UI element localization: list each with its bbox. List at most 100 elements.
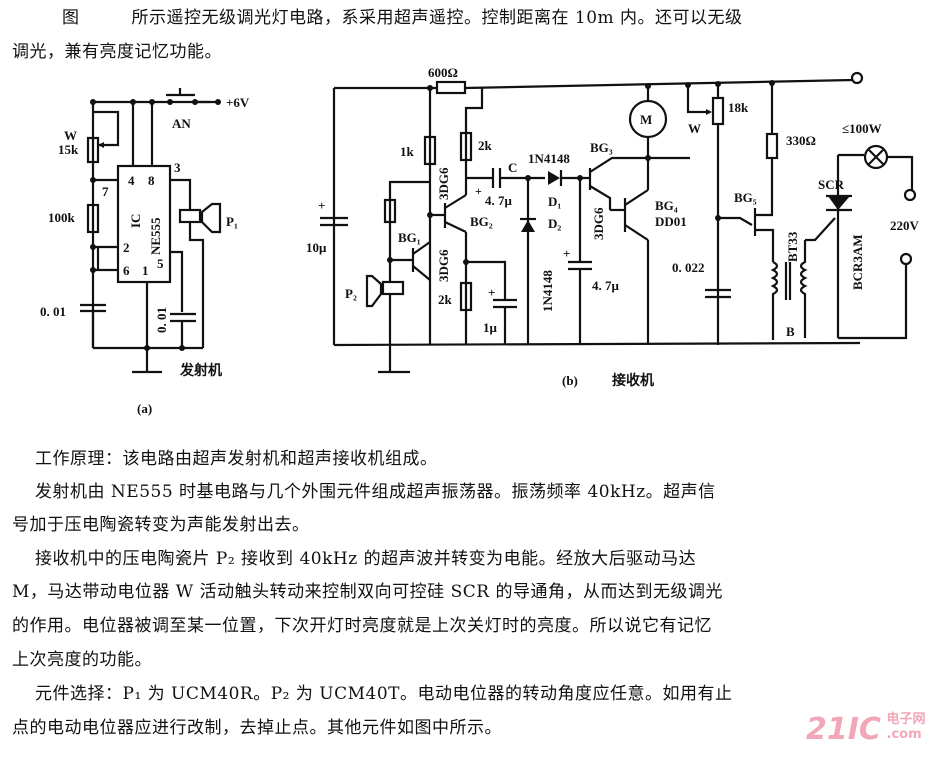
- pot-name-label: W: [64, 128, 77, 143]
- d2-label: D₂: [548, 216, 561, 231]
- resistor-600: [435, 80, 467, 95]
- scr-type-label: BCR3AM: [850, 234, 865, 290]
- transmitter-circuit: +6V AN W 15k 7 100k 0. 01 4 8 2 6 1 5 3 …: [40, 88, 250, 416]
- bg3-label: BG₃: [590, 140, 613, 155]
- r600-label: 600Ω: [428, 65, 458, 80]
- r330-label: 330Ω: [786, 133, 816, 148]
- svg-text:+: +: [488, 285, 495, 300]
- transmitter-figure-label: (a): [137, 401, 152, 416]
- r1k-label: 1k: [400, 144, 415, 159]
- pot-w-label: W: [688, 121, 701, 136]
- figure-reference: 图: [62, 8, 80, 28]
- ic-type-label: NE555: [148, 217, 163, 255]
- pin-1-label: 1: [142, 263, 149, 278]
- body-line: 号加于压电陶瓷转变为声能发射出去。: [12, 515, 310, 535]
- body-line: M，马达带动电位器 W 活动触头转动来控制双向可控硅 SCR 的导通角，从而达到…: [12, 582, 723, 602]
- motor-m: M: [628, 99, 668, 139]
- intro-text: 所示遥控无级调光灯电路，系采用超声遥控。控制距离在 10m 内。还可以无级: [131, 8, 743, 28]
- body-line: 元件选择：P₁ 为 UCM40R。P₂ 为 UCM40T。电动电位器的转动角度应…: [35, 684, 733, 704]
- transistor-bg2: [430, 194, 467, 233]
- pin-6-label: 6: [123, 263, 130, 278]
- p2-label: P₂: [345, 286, 357, 301]
- pin-8-label: 8: [148, 173, 155, 188]
- ne555-ic: [116, 164, 172, 284]
- scr-label: SCR: [818, 177, 845, 192]
- mains-label: 220V: [890, 218, 920, 233]
- capacitor-1u: +: [488, 285, 517, 345]
- diode-d2: [520, 217, 536, 232]
- cap-0022-label: 0. 022: [672, 260, 705, 275]
- d1-type-label: 1N4148: [528, 151, 570, 166]
- r2k-bottom-label: 2k: [438, 292, 453, 307]
- bg2-label: BG₂: [470, 214, 493, 229]
- receiver-bottom-rail: [333, 341, 861, 347]
- resistor-2k-top: [459, 131, 473, 162]
- cap-4-7u-label: 4. 7μ: [592, 278, 620, 293]
- transistor-bg4: [610, 158, 650, 345]
- intro-line-1: 图 所示遥控无级调光灯电路，系采用超声遥控。控制距离在 10m 内。还可以无级: [62, 8, 743, 28]
- resistor-label: 100k: [48, 210, 76, 225]
- transistor-bg1: [390, 241, 431, 281]
- resistor-330: [765, 132, 779, 160]
- d1-label: D₁: [548, 194, 561, 209]
- pin-2-label: 2: [123, 240, 130, 255]
- body-line: 点的电动电位器应进行改制，去掉止点。其他元件如图中所示。: [12, 718, 502, 738]
- supply-label: +6V: [226, 95, 250, 110]
- pin-5-label: 5: [157, 256, 164, 271]
- lamp-rating-label: ≤100W: [842, 121, 882, 136]
- resistor-100k: [86, 203, 100, 234]
- capacitor-0-01-control: [170, 312, 196, 323]
- receiver-top-rail: [464, 78, 854, 90]
- svg-text:+: +: [563, 246, 570, 261]
- supply-terminal: [850, 71, 864, 85]
- resistor-2k-bottom: [459, 281, 473, 312]
- push-switch-an: [166, 88, 221, 105]
- pin-7-label: 7: [102, 184, 109, 199]
- circuit-diagram: +6V AN W 15k 7 100k 0. 01 4 8 2 6 1 5 3 …: [40, 65, 920, 416]
- pot-18k-label: 18k: [728, 100, 749, 115]
- cap-timing-label: 0. 01: [40, 304, 66, 319]
- bg2-type-label: 3DG6: [436, 167, 451, 200]
- bg1-type-label: 3DG6: [436, 249, 451, 282]
- capacitor-c: [491, 168, 502, 188]
- mains-terminal-bottom: [899, 252, 913, 266]
- svg-text:+: +: [318, 198, 325, 213]
- bg4-label: BG₄: [655, 198, 678, 213]
- capacitor-10u: +: [318, 198, 348, 227]
- speaker-p2: [365, 260, 410, 374]
- receiver-circuit: 600Ω + 10μ 1k BG₁ 3DG6 P₂: [306, 65, 920, 389]
- cap-1u-label: 1μ: [483, 320, 498, 335]
- ujt-bg5: [718, 158, 775, 262]
- watermark-brand: 21IC: [806, 712, 881, 747]
- r2k-top-label: 2k: [478, 138, 493, 153]
- bg3-type-label: 3DG6: [591, 207, 606, 240]
- d2-type-label: 1N4148: [540, 270, 555, 312]
- potentiometer-w: [86, 110, 120, 164]
- bg5-label: BG₅: [734, 190, 757, 205]
- diode-d1: [548, 170, 563, 186]
- potentiometer-w-18k: [686, 84, 725, 126]
- bg5-type-label: BT33: [785, 231, 800, 262]
- speaker-label: P₁: [226, 214, 238, 229]
- receiver-figure-label: (b): [562, 373, 578, 388]
- speaker-p1: [178, 202, 222, 234]
- svg-text:+: +: [475, 184, 482, 198]
- switch-label: AN: [172, 116, 191, 131]
- resistor-1k: [423, 135, 437, 166]
- capacitor-0-022: [705, 288, 731, 299]
- triac-scr: [826, 155, 852, 338]
- cap-control-label: 0. 01: [154, 307, 169, 333]
- watermark-domain: .com: [886, 727, 922, 742]
- bg1-label: BG₁: [398, 230, 421, 245]
- capacitor-4-7u: +: [563, 246, 592, 345]
- cap-c-value-label: 4. 7μ: [485, 193, 513, 208]
- body-line: 工作原理：该电路由超声发射机和超声接收机组成。: [35, 449, 438, 469]
- ic-name-label: IC: [128, 214, 143, 228]
- resistor-bias: [383, 198, 397, 224]
- watermark-sub: 电子网: [886, 712, 926, 727]
- pin-3-label: 3: [174, 160, 181, 175]
- cap-10u-label: 10μ: [306, 240, 327, 255]
- lamp-icon: [863, 144, 889, 170]
- cap-c-label: C: [508, 160, 517, 175]
- body-line: 接收机中的压电陶瓷片 P₂ 接收到 40kHz 的超声波并转变为电能。经放大后驱…: [35, 549, 697, 569]
